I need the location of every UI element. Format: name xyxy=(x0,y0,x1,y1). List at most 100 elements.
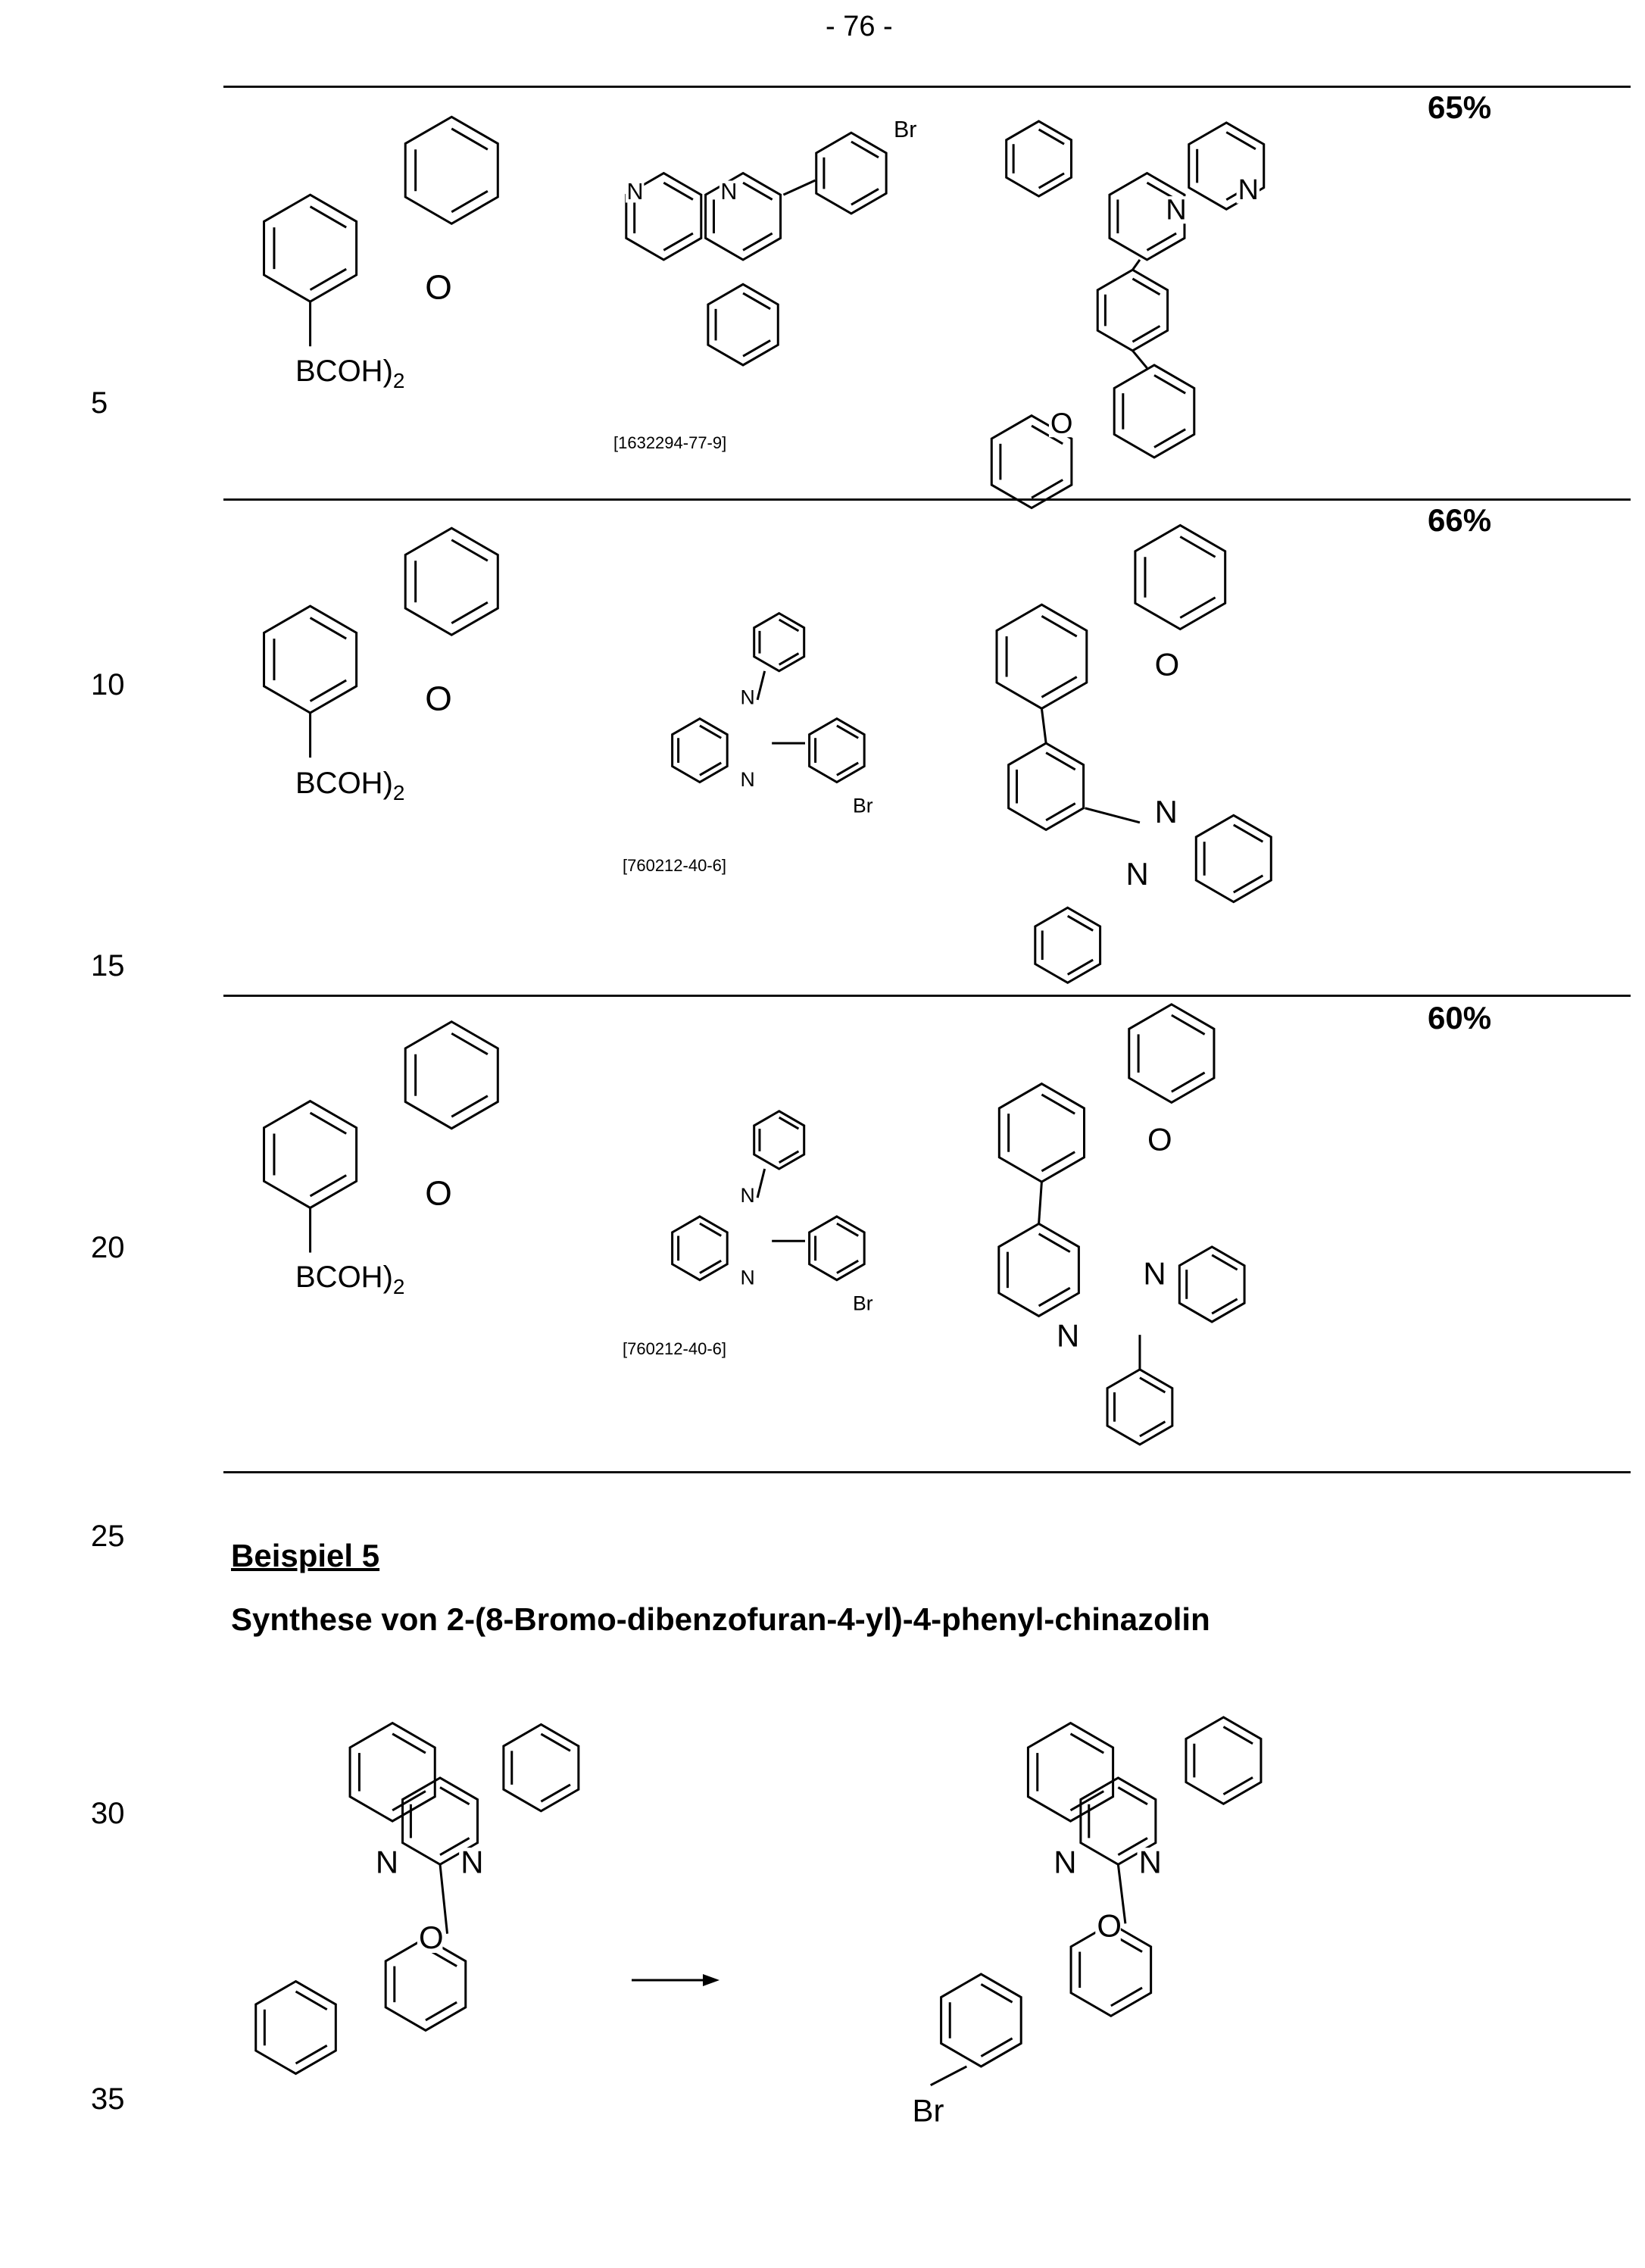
double-bond xyxy=(1041,677,1076,698)
ring xyxy=(708,284,778,365)
ring xyxy=(256,1982,336,2074)
double-bond xyxy=(743,293,770,309)
double-bond xyxy=(1140,1422,1165,1436)
double-bond xyxy=(451,191,488,211)
molecule-structure: NNBr xyxy=(673,1111,885,1315)
double-bond xyxy=(1041,1095,1075,1114)
ring xyxy=(1196,815,1271,901)
atom-label: N xyxy=(627,179,644,205)
ring xyxy=(1007,121,1072,196)
ring xyxy=(816,133,886,214)
double-bond xyxy=(1111,1988,1142,2006)
double-bond xyxy=(837,726,858,738)
double-bond xyxy=(451,540,488,561)
double-bond xyxy=(1180,537,1215,558)
double-bond xyxy=(851,189,879,205)
ring xyxy=(941,1974,1022,2067)
double-bond xyxy=(837,1223,858,1236)
double-bond xyxy=(981,1984,1012,2002)
double-bond xyxy=(1212,1299,1237,1314)
double-bond xyxy=(851,142,879,158)
atom-label: N xyxy=(740,768,754,791)
ring xyxy=(673,719,728,783)
ring xyxy=(754,614,804,671)
ring xyxy=(405,528,498,635)
double-bond xyxy=(311,1175,347,1195)
atom-label: Br xyxy=(913,2092,944,2128)
ring xyxy=(1114,365,1194,458)
atom-label: N xyxy=(740,686,754,709)
double-bond xyxy=(440,1788,470,1804)
double-bond xyxy=(1071,1792,1104,1810)
atom-label: O xyxy=(425,679,452,717)
bond xyxy=(783,180,815,195)
double-bond xyxy=(1172,1015,1205,1034)
bond xyxy=(1132,351,1147,368)
atom-label: N xyxy=(1139,1845,1162,1880)
double-bond xyxy=(296,1992,327,2010)
ring xyxy=(264,606,357,713)
double-bond xyxy=(1226,132,1256,148)
double-bond xyxy=(451,602,488,623)
double-bond xyxy=(1132,279,1160,295)
double-bond xyxy=(1071,1734,1104,1753)
molecule-structure: O xyxy=(264,528,498,758)
double-bond xyxy=(700,763,721,775)
double-bond xyxy=(1032,480,1063,498)
double-bond xyxy=(700,726,721,738)
ring xyxy=(1135,525,1225,629)
double-bond xyxy=(451,1033,488,1054)
double-bond xyxy=(451,129,488,149)
ring xyxy=(1186,1717,1261,1804)
atom-label: Br xyxy=(894,117,916,142)
molecule-structure: NNO xyxy=(256,1723,579,2074)
double-bond xyxy=(981,2038,1012,2057)
double-bond xyxy=(311,680,347,701)
double-bond xyxy=(1223,1727,1253,1744)
molecule-structure: ONN xyxy=(997,525,1271,982)
double-bond xyxy=(837,763,858,775)
double-bond xyxy=(743,340,770,356)
double-bond xyxy=(1154,430,1185,448)
ring xyxy=(264,195,357,301)
reaction-arrow xyxy=(632,1974,719,1986)
double-bond xyxy=(1147,233,1176,250)
atom-label: N xyxy=(460,1845,483,1880)
double-bond xyxy=(426,2002,457,2020)
double-bond xyxy=(663,233,693,250)
atom-label: O xyxy=(1097,1908,1122,1944)
double-bond xyxy=(700,1261,721,1273)
double-bond xyxy=(743,233,773,250)
double-bond xyxy=(779,1117,799,1129)
bond xyxy=(1041,708,1046,743)
atom-label: N xyxy=(1155,794,1178,829)
double-bond xyxy=(1223,1777,1253,1794)
atom-label: O xyxy=(1147,1121,1172,1157)
ring xyxy=(999,1084,1084,1182)
double-bond xyxy=(1068,916,1093,930)
double-bond xyxy=(779,1151,799,1163)
ring xyxy=(1097,270,1167,351)
double-bond xyxy=(541,1734,570,1751)
bond xyxy=(757,1169,765,1198)
ring xyxy=(1179,1247,1244,1322)
ring xyxy=(405,1022,498,1129)
bond xyxy=(931,2067,967,2085)
ring xyxy=(810,719,865,783)
atom-label: O xyxy=(1050,408,1073,440)
atom-label: N xyxy=(1166,195,1187,226)
ring xyxy=(1129,1004,1214,1103)
double-bond xyxy=(311,269,347,289)
double-bond xyxy=(1212,1255,1237,1270)
ring xyxy=(1035,908,1100,982)
ring xyxy=(997,604,1087,708)
double-bond xyxy=(779,620,799,631)
double-bond xyxy=(1068,960,1093,974)
double-bond xyxy=(1180,598,1215,618)
ring xyxy=(1107,1370,1172,1445)
atom-label: N xyxy=(1143,1255,1166,1291)
double-bond xyxy=(451,1096,488,1117)
atom-label: N xyxy=(1125,856,1148,892)
double-bond xyxy=(663,183,693,199)
